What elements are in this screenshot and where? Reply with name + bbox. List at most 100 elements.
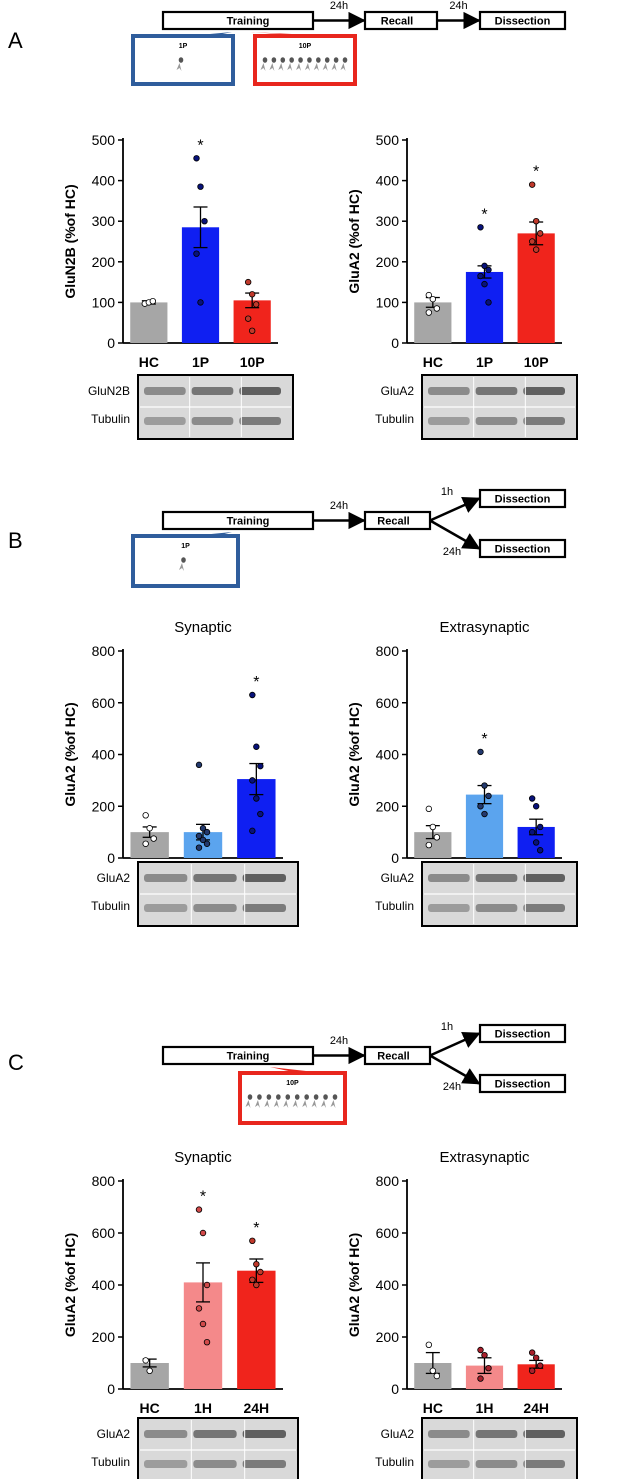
significance-star: * (481, 731, 487, 748)
y-tick-label: 200 (376, 254, 400, 270)
data-point (485, 299, 492, 306)
data-point (142, 812, 149, 819)
data-point (244, 278, 252, 286)
y-tick-label: 400 (92, 173, 116, 189)
blot-band (144, 1430, 188, 1438)
panel-letter: C (8, 1050, 24, 1075)
data-point (150, 835, 157, 842)
y-axis-label: GluA2 (%of HC) (62, 702, 78, 806)
protocol-inset: 1P (131, 32, 235, 86)
y-axis-label: GluA2 (%of HC) (346, 1233, 362, 1337)
y-tick-label: 600 (376, 695, 400, 711)
data-point (199, 1320, 207, 1328)
x-tick-label: 24H (523, 1400, 549, 1416)
blot-band (144, 417, 186, 425)
pairing-mouse-icon (324, 57, 330, 63)
pairing-tone-icon (302, 1100, 308, 1108)
blot-band (523, 1460, 565, 1468)
x-tick-label: HC (140, 1400, 160, 1416)
inset-label: 10P (299, 43, 312, 50)
blot-band (193, 1460, 237, 1468)
training-label: Training (227, 16, 270, 28)
data-point (429, 1367, 437, 1374)
y-axis-label: GluA2 (%of HC) (346, 702, 362, 806)
data-point (477, 748, 484, 756)
blot-band (193, 904, 237, 912)
pairing-tone-icon (313, 63, 319, 71)
blot-band (475, 1460, 518, 1468)
data-point (532, 217, 540, 225)
dissection-label: Dissection (495, 16, 551, 28)
blot-band (428, 904, 470, 912)
pairing-mouse-icon (316, 57, 321, 63)
recall-label: Recall (377, 516, 409, 528)
bar (465, 794, 504, 858)
y-tick-label: 0 (391, 335, 399, 351)
bar (237, 1270, 276, 1389)
x-tick-label: 1P (476, 354, 493, 370)
data-point (433, 834, 441, 841)
y-tick-label: 300 (92, 213, 116, 229)
data-point (249, 827, 256, 835)
pairing-mouse-icon (313, 1094, 319, 1100)
data-point (253, 743, 260, 750)
blot-band (475, 387, 518, 395)
blot-band (144, 904, 188, 912)
y-tick-label: 800 (92, 643, 116, 659)
arrow-fork (429, 1031, 481, 1057)
pairing-mouse-icon (266, 1094, 272, 1100)
blot-band (242, 874, 286, 882)
data-point (197, 299, 204, 306)
y-tick-label: 400 (376, 1277, 400, 1293)
data-point (536, 823, 544, 831)
blot-band (475, 904, 518, 912)
fork-label: 24h (443, 1081, 461, 1093)
x-tick-label: 10P (240, 354, 265, 370)
pairing-tone-icon (331, 63, 337, 71)
bar (130, 302, 168, 343)
data-point (532, 803, 540, 810)
y-tick-label: 200 (376, 1329, 400, 1345)
western-blot (137, 1417, 299, 1479)
blot-band (523, 874, 565, 882)
data-point (199, 836, 207, 844)
pairing-tone-icon (340, 63, 346, 71)
data-point (481, 1351, 488, 1359)
x-tick-label: 1P (192, 354, 209, 370)
data-point (203, 840, 211, 847)
blot-band (428, 874, 470, 882)
y-tick-label: 500 (92, 132, 116, 148)
pairing-mouse-icon (333, 57, 339, 63)
western-blot (137, 861, 299, 927)
blot-band (523, 417, 565, 425)
blot-row-label: Tubulin (91, 1455, 130, 1469)
blot-row-label: Tubulin (375, 1455, 414, 1469)
blot-frame (137, 1417, 299, 1479)
data-point (193, 250, 200, 257)
significance-star: * (197, 137, 203, 154)
arrow-fork (429, 519, 481, 550)
data-point (528, 828, 536, 836)
pairing-mouse-icon (289, 57, 294, 63)
y-tick-label: 200 (92, 1329, 116, 1345)
pairing-mouse-icon (262, 57, 268, 63)
significance-star: * (253, 674, 259, 691)
y-tick-label: 800 (376, 643, 400, 659)
blot-band (144, 387, 186, 395)
western-blot (421, 1417, 578, 1479)
y-tick-label: 400 (92, 1277, 116, 1293)
pairing-mouse-icon (298, 57, 303, 63)
blot-row-label: GluA2 (381, 871, 415, 885)
data-point (146, 825, 153, 832)
recall-label: Recall (377, 1051, 409, 1063)
y-tick-label: 100 (376, 294, 400, 310)
blot-row-label: GluA2 (381, 384, 415, 398)
blot-band (193, 1430, 237, 1438)
data-point (203, 1281, 211, 1289)
